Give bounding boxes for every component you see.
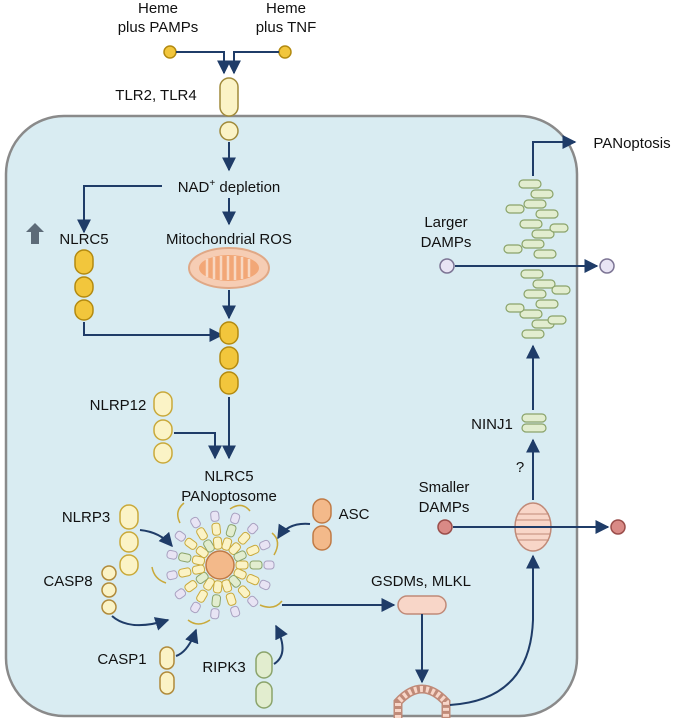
svg-text:NAD+ depletion: NAD+ depletion bbox=[178, 178, 281, 196]
ninj1-filament-icon bbox=[503, 179, 571, 339]
panoptosome-complex-icon bbox=[151, 502, 283, 625]
nlrp12-label: NLRP12 bbox=[90, 397, 147, 414]
panoptosome-label-line1: NLRC5 bbox=[204, 468, 253, 485]
panoptosome-label-line2: PANoptosome bbox=[181, 488, 277, 505]
nad-depletion-label: NAD+ depletion bbox=[178, 178, 281, 196]
casp1-node: CASP1 bbox=[97, 646, 175, 695]
nlrp3-node: NLRP3 bbox=[62, 504, 139, 576]
nlrc5-label: NLRC5 bbox=[59, 231, 108, 248]
ninj1-label: NINJ1 bbox=[471, 416, 513, 433]
larger-damps-group: Larger DAMPs bbox=[421, 214, 615, 274]
smaller-damps-line1: Smaller bbox=[419, 479, 470, 496]
panoptosis-label: PANoptosis bbox=[593, 135, 670, 152]
ripk3-label: RIPK3 bbox=[202, 659, 245, 676]
nlrc5-activated-stack bbox=[219, 321, 239, 395]
gsdms-mlkl-label: GSDMs, MLKL bbox=[371, 573, 471, 590]
heme-pamps-ligand: Heme plus PAMPs bbox=[118, 0, 231, 75]
up-arrow-icon bbox=[26, 223, 44, 244]
tlr-receptor: TLR2, TLR4 bbox=[115, 77, 239, 141]
casp8-node: CASP8 bbox=[43, 565, 117, 615]
heme-pamps-line1: Heme bbox=[138, 0, 178, 17]
cell-membrane bbox=[4, 114, 579, 718]
gsdms-mlkl-node: GSDMs, MLKL bbox=[371, 573, 471, 615]
nlrc5-node: NLRC5 bbox=[26, 223, 109, 321]
casp8-label: CASP8 bbox=[43, 573, 92, 590]
smaller-damps-line2: DAMPs bbox=[419, 499, 470, 516]
larger-damps-line1: Larger bbox=[424, 214, 467, 231]
nlrp3-label: NLRP3 bbox=[62, 509, 110, 526]
casp1-label: CASP1 bbox=[97, 651, 146, 668]
larger-damps-line2: DAMPs bbox=[421, 234, 472, 251]
asc-label: ASC bbox=[339, 506, 370, 523]
heme-tnf-ligand: Heme plus TNF bbox=[227, 0, 317, 75]
mito-ros-label: Mitochondrial ROS bbox=[166, 231, 292, 248]
asc-node: ASC bbox=[312, 498, 370, 551]
ripk3-node: RIPK3 bbox=[202, 651, 273, 709]
smaller-damps-group: Smaller DAMPs bbox=[419, 479, 626, 535]
heme-tnf-line2: plus TNF bbox=[256, 19, 317, 36]
nlrp12-node: NLRP12 bbox=[90, 391, 173, 464]
heme-tnf-line1: Heme bbox=[266, 0, 306, 17]
tlr-label: TLR2, TLR4 bbox=[115, 87, 196, 104]
question-mark-label: ? bbox=[516, 459, 524, 476]
ninj1-node: NINJ1 bbox=[471, 413, 547, 433]
pore-icon bbox=[393, 684, 451, 718]
heme-pamps-line2: plus PAMPs bbox=[118, 19, 199, 36]
mitochondrion-icon bbox=[188, 247, 270, 289]
